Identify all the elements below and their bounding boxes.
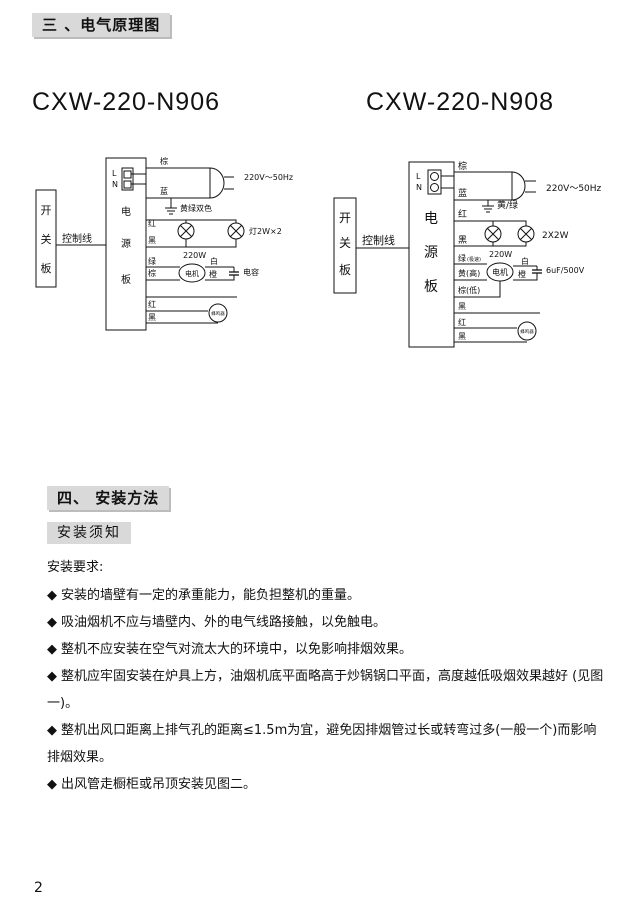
wire-white-label: 白	[521, 256, 529, 266]
control-line-label: 控制线	[362, 233, 395, 247]
ground-icon	[164, 201, 178, 215]
valve-label: 蜂鸣器	[211, 310, 225, 317]
valve-label: 蜂鸣器	[520, 328, 534, 335]
wire-black-label: 黑	[458, 235, 467, 246]
page-number: 2	[34, 880, 43, 896]
control-line-label: 控制线	[62, 232, 92, 245]
terminal-l: L	[112, 169, 117, 178]
motor-label: 电机	[185, 269, 199, 278]
capacitor-label: 电容	[243, 267, 259, 277]
power-board-char-1: 电	[424, 211, 438, 227]
wire-black-label: 黑	[148, 236, 156, 245]
ground-icon	[481, 199, 495, 213]
switch-board-box	[35, 189, 57, 288]
bullet-diamond-icon: ◆	[47, 669, 57, 684]
wire-yellow-label: 黄(高)	[458, 268, 480, 278]
switch-board-char-1: 开	[339, 211, 351, 225]
switch-board-char-3: 板	[41, 261, 52, 275]
list-item: ◆出风管走橱柜或吊顶安装见图二。	[47, 771, 607, 798]
wire-green-label: 绿	[148, 257, 156, 266]
wire-black2-label: 黑	[148, 313, 156, 322]
bullet-diamond-icon: ◆	[47, 642, 57, 657]
model-label-right: CXW-220-N908	[366, 88, 555, 116]
motor-power-label: 220W	[183, 251, 206, 260]
list-item: ◆整机应牢固安装在炉具上方，油烟机底平面略高于炒锅锅口平面，高度越低吸烟效果越好…	[47, 663, 607, 717]
list-item: ◆吸油烟机不应与墙壁内、外的电气线路接触，以免触电。	[47, 609, 607, 636]
terminal-block	[121, 167, 134, 191]
list-item: ◆整机出风口距离上排气孔的距离≤1.5m为宜，避免因排烟管过长或转弯过多(一般一…	[47, 717, 607, 771]
lamp-icon-1	[177, 222, 195, 240]
wiring-diagrams: 开 关 板 控制线 L N 电 源 板 棕 蓝 220V～50Hz 黄绿双色 红…	[35, 156, 602, 348]
ground-label: 黄/绿	[497, 199, 518, 211]
ground-label: 黄绿双色	[180, 203, 212, 213]
wire-black3-label: 黑	[458, 332, 466, 341]
diagram-n906: 开 关 板 控制线 L N 电 源 板 棕 蓝 220V～50Hz 黄绿双色 红…	[35, 156, 293, 331]
section-title-electrical: 三 、电气原理图	[32, 13, 171, 37]
valve-icon	[208, 303, 228, 323]
wire-brown-label: 棕	[458, 160, 467, 172]
power-board-char-3: 板	[424, 279, 438, 295]
voltage-label: 220V～50Hz	[546, 184, 602, 194]
wire-white-label: 白	[210, 256, 218, 266]
wire-red-label: 红	[458, 208, 467, 220]
voltage-label: 220V～50Hz	[244, 173, 293, 182]
power-board-char-3: 板	[121, 273, 131, 286]
lamp-icon-2	[517, 225, 535, 243]
wire-green-suffix: (极速)	[467, 256, 481, 263]
wire-green-label: 绿	[458, 254, 466, 263]
terminal-n: N	[416, 183, 422, 192]
bullet-diamond-icon: ◆	[47, 588, 57, 603]
power-board-char-2: 源	[121, 237, 131, 250]
wire-black2-label: 黑	[458, 302, 466, 311]
switch-board-char-1: 开	[41, 204, 52, 217]
wire-red2-label: 红	[458, 317, 466, 327]
lamp-icon-1	[484, 225, 502, 243]
requirements-list: ◆安装的墙壁有一定的承重能力，能负担整机的重量。 ◆吸油烟机不应与墙壁内、外的电…	[47, 582, 607, 798]
switch-board-char-2: 关	[339, 236, 351, 250]
plug-icon	[209, 167, 225, 199]
motor-label: 电机	[492, 267, 508, 277]
subsection-title-notes: 安装须知	[47, 522, 131, 544]
requirements-label: 安装要求:	[47, 560, 104, 575]
wire-brown-label: 棕	[160, 156, 168, 166]
wire-brown-low-label: 棕(低)	[458, 285, 480, 295]
bullet-diamond-icon: ◆	[47, 615, 57, 630]
wire-blue-label: 蓝	[458, 187, 467, 199]
capacitor-label: 6uF/500V	[546, 266, 585, 275]
wire-blue-label: 蓝	[160, 186, 168, 196]
wire-brown2-label: 棕	[148, 268, 156, 278]
motor-icon	[178, 263, 206, 283]
switch-board-char-3: 板	[339, 263, 351, 277]
bullet-diamond-icon: ◆	[47, 777, 57, 792]
wire-red2-label: 红	[148, 299, 156, 309]
lamp-icon-2	[227, 222, 245, 240]
power-board-char-2: 源	[424, 245, 438, 261]
bullet-diamond-icon: ◆	[47, 723, 57, 738]
power-board-char-1: 电	[121, 205, 131, 218]
motor-power-label: 220W	[489, 250, 512, 259]
lamp-label: 2X2W	[542, 231, 569, 241]
lamp-label: 灯2W×2	[249, 226, 282, 236]
wire-orange-label: 橙	[518, 269, 526, 279]
section-title-installation: 四、 安装方法	[47, 486, 170, 510]
model-label-left: CXW-220-N906	[32, 88, 221, 116]
list-item: ◆整机不应安装在空气对流太大的环境中，以免影响排烟效果。	[47, 636, 607, 663]
wire-orange-label: 橙	[209, 269, 217, 279]
valve-icon	[517, 321, 537, 341]
diagram-n908: 开 关 板 控制线 L N 电 源 板 棕 蓝 红 220V～50Hz 黄/绿 …	[333, 160, 602, 348]
terminal-l: L	[416, 172, 421, 181]
terminal-n: N	[112, 180, 118, 189]
plug-icon	[511, 171, 526, 201]
list-item: ◆安装的墙壁有一定的承重能力，能负担整机的重量。	[47, 582, 607, 609]
wire-red-label: 红	[148, 218, 156, 228]
switch-board-char-2: 关	[41, 232, 52, 246]
switch-board-box	[333, 197, 357, 294]
